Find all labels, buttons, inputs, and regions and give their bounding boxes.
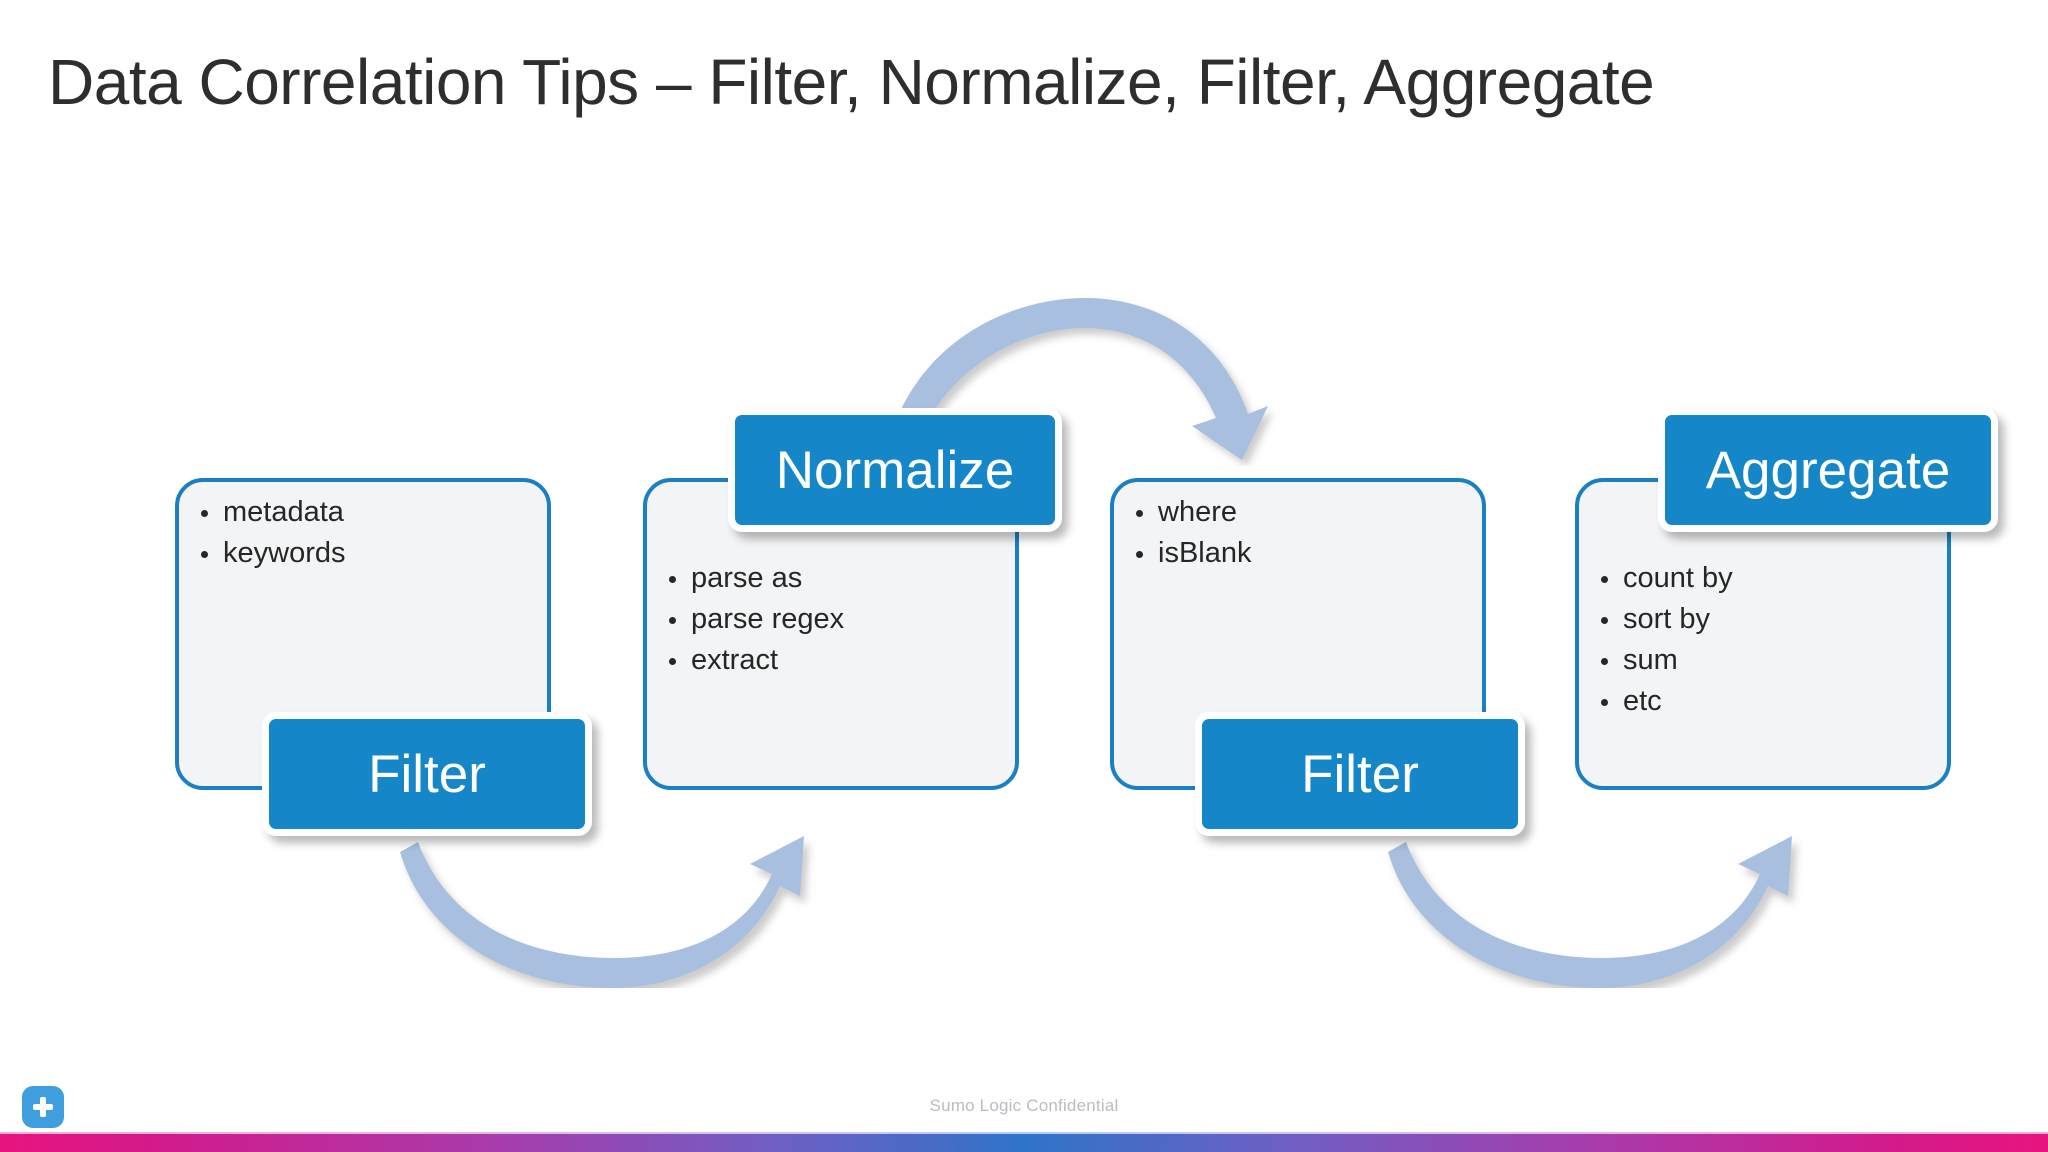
list-item: parse regex	[663, 599, 1007, 640]
list-item: where	[1130, 492, 1474, 533]
list-item: sort by	[1595, 599, 1939, 640]
plus-icon[interactable]	[22, 1086, 64, 1128]
stage-bullet-list: count by sort by sum etc	[1595, 558, 1939, 722]
plus-glyph	[31, 1095, 55, 1119]
bottom-bar-highlight	[0, 1132, 2048, 1135]
arc-down-second-arrow-icon	[1388, 836, 1792, 988]
list-item: metadata	[195, 492, 539, 533]
process-flow-diagram: metadata keywords parse as parse regex e…	[175, 298, 1998, 988]
stage-badge-normalize: Normalize	[728, 408, 1062, 532]
stage-bullet-list: parse as parse regex extract	[663, 558, 1007, 681]
bottom-gradient-bar	[0, 1134, 2048, 1152]
arc-down-first-arrow-icon	[400, 836, 804, 988]
list-item: isBlank	[1130, 533, 1474, 574]
page-title: Data Correlation Tips – Filter, Normaliz…	[48, 46, 1655, 118]
stage-badge-filter-2: Filter	[1195, 712, 1525, 836]
stage-bullet-list: metadata keywords	[195, 492, 539, 574]
list-item: count by	[1595, 558, 1939, 599]
stage-badge-filter-1: Filter	[262, 712, 592, 836]
list-item: keywords	[195, 533, 539, 574]
list-item: sum	[1595, 640, 1939, 681]
list-item: parse as	[663, 558, 1007, 599]
stage-bullet-list: where isBlank	[1130, 492, 1474, 574]
list-item: etc	[1595, 681, 1939, 722]
stage-badge-aggregate: Aggregate	[1658, 408, 1998, 532]
list-item: extract	[663, 640, 1007, 681]
slide-footer: Sumo Logic Confidential	[929, 1096, 1119, 1115]
